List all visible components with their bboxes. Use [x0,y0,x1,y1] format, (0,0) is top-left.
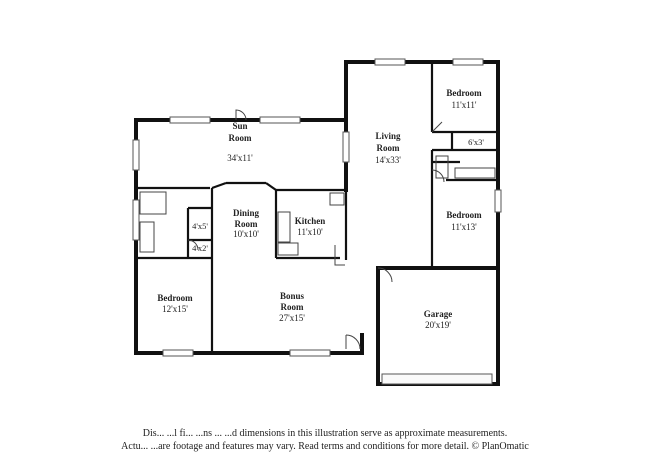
bonus-room-dims: 27'x15' [279,313,305,323]
living-room-dims: 14'x33' [375,155,401,165]
bedroom-w-dims: 12'x15' [162,304,188,314]
floor-plan: Sun Room 34'x11' Living Room 14'x33' Bed… [132,58,502,386]
closet-w2-dims: 4'x2' [192,243,208,253]
dining-room-label-2: Room [235,219,258,229]
garage-dims: 20'x19' [425,320,451,330]
living-room-label: Living [375,131,401,141]
bedroom-ne-label: Bedroom [446,88,482,98]
sun-room-dims: 34'x11' [227,153,253,163]
bedroom-e-dims: 11'x13' [451,222,477,232]
sun-room-label-2: Room [229,133,252,143]
bonus-room-label: Bonus [280,291,305,301]
windows [132,58,502,385]
closet-ne-dims: 6'x3' [468,137,484,147]
garage-label: Garage [424,309,453,319]
dining-room-label: Dining [233,208,260,218]
bonus-room-label-2: Room [281,302,304,312]
living-room-label-2: Room [377,143,400,153]
closet-w1-dims: 4'x5' [192,221,208,231]
fixtures [139,155,496,256]
door-swings [187,109,445,350]
disclaimer-line-1: Dis... ...l fi... ...ns ... ...d dimensi… [142,428,508,439]
disclaimer-line-2: Actu... ...are footage and features may … [121,441,529,452]
kitchen-dims: 11'x10' [297,227,323,237]
dining-room-dims: 10'x10' [233,229,259,239]
bedroom-ne-dims: 11'x11' [451,100,476,110]
bedroom-e-label: Bedroom [446,210,482,220]
sun-room-label: Sun [232,121,247,131]
bedroom-w-label: Bedroom [157,293,193,303]
kitchen-label: Kitchen [295,216,326,226]
room-labels: Sun Room 34'x11' Living Room 14'x33' Bed… [157,88,484,330]
